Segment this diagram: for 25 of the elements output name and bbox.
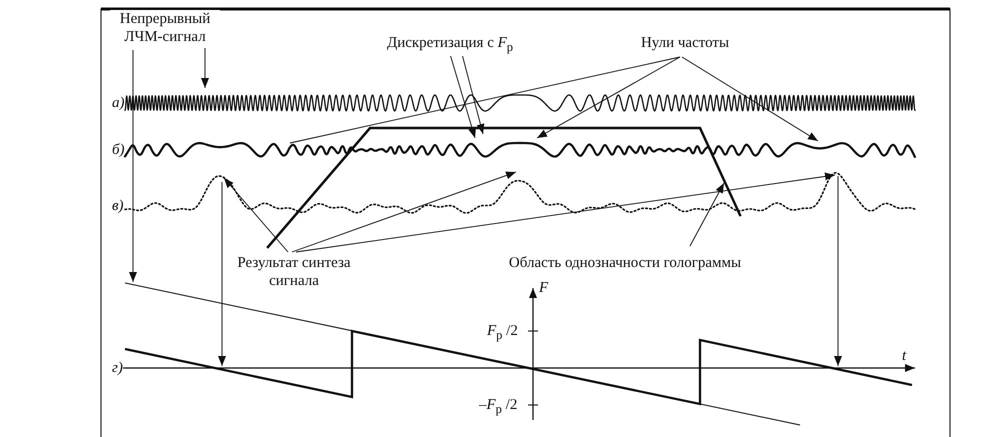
leader-line <box>450 54 476 138</box>
axis-label: t <box>902 347 906 365</box>
leader-line <box>201 48 209 88</box>
leader-line <box>690 182 724 246</box>
leader-line <box>462 54 484 134</box>
panel-letter: а) <box>112 94 124 112</box>
leader-line <box>834 176 842 366</box>
leader-line <box>224 178 288 252</box>
axis-label: F <box>539 279 548 297</box>
chirp-waveform <box>124 94 916 112</box>
leader-line <box>296 172 836 252</box>
tick-label: –F$_{р}$ /2 <box>479 396 518 418</box>
unambiguity-region-outline <box>266 126 742 248</box>
panel-letter: б) <box>112 141 125 159</box>
tick-label: F$_{р}$ /2 <box>487 322 518 344</box>
panel-letter: г) <box>112 359 123 377</box>
leader-line <box>682 56 818 142</box>
panel-letter: в) <box>112 197 124 215</box>
leader-line <box>292 172 516 252</box>
leader-line <box>129 50 137 282</box>
leader-line <box>536 56 680 138</box>
synthesized-signal-curve <box>124 172 916 214</box>
leader-line <box>290 56 680 144</box>
sampled-waveform <box>124 142 916 158</box>
leader-line <box>218 182 226 366</box>
